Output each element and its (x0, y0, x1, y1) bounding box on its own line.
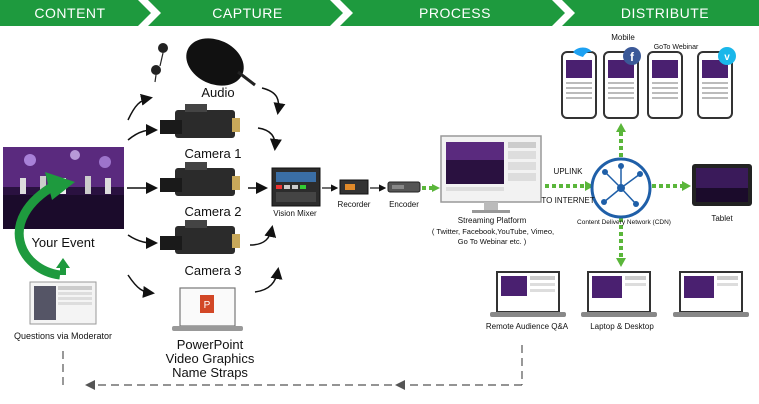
powerpoint-line-2: Video Graphics (165, 351, 255, 366)
svg-text:P: P (204, 300, 211, 311)
vision-mixer-label: Vision Mixer (273, 209, 317, 218)
event-stage-photo (3, 147, 124, 229)
camera-2-label: Camera 2 (184, 204, 242, 219)
remote-audience-laptop (490, 271, 566, 317)
remote-audience-label: Remote Audience Q&A (485, 322, 569, 331)
stage-content: CONTENT (34, 5, 106, 21)
return-path (62, 345, 523, 386)
powerpoint-line-1: PowerPoint (176, 337, 244, 352)
cdn-network-icon (590, 157, 652, 219)
vimeo-icon: v (718, 47, 736, 65)
your-event-label: Your Event (31, 235, 95, 250)
microphone-icon (151, 38, 256, 87)
camera-3-label: Camera 3 (184, 263, 242, 278)
laptop-desktop-label: Laptop & Desktop (590, 322, 654, 331)
streaming-platform-label: Streaming Platform (457, 216, 527, 225)
platform-list-line-2: Go To Webinar etc. ) (457, 237, 527, 246)
camera-1-icon (160, 104, 240, 138)
streaming-platform-monitor (440, 135, 542, 213)
stage-capture: CAPTURE (212, 5, 283, 21)
vision-mixer-device (271, 167, 321, 207)
stage-distribute: DISTRIBUTE (620, 5, 710, 21)
to-internet-label: TO INTERNET (541, 196, 595, 205)
mobile-label: Mobile (611, 33, 635, 42)
audio-label: Audio (201, 85, 235, 100)
camera-3-icon (160, 220, 240, 254)
encoder-label: Encoder (389, 200, 419, 209)
moderator-to-event-arrow (14, 181, 61, 280)
workflow-stage-header (0, 0, 759, 26)
mobile-phone-3 (647, 51, 683, 119)
mobile-phone-4 (697, 51, 733, 119)
platform-list-line-1: ( Twitter, Facebook,YouTube, Vimeo, (431, 227, 555, 236)
mobile-phone-2 (603, 51, 639, 119)
powerpoint-laptop: P (172, 287, 243, 331)
svg-text:v: v (724, 52, 730, 63)
laptop-desktop-1 (581, 271, 657, 317)
moderator-laptop (29, 281, 97, 325)
tablet-device (692, 164, 752, 206)
mobile-phone-1 (561, 51, 597, 119)
camera-2-icon (160, 162, 240, 196)
cdn-label: Content Delivery Network (CDN) (577, 219, 671, 226)
powerpoint-line-3: Name Straps (172, 365, 248, 380)
facebook-icon: f (623, 47, 641, 65)
powerpoint-label: PowerPoint Video Graphics Name Straps (160, 338, 260, 380)
up-arrow-icon (56, 258, 70, 275)
camera-1-label: Camera 1 (184, 146, 242, 161)
recorder-label: Recorder (337, 200, 371, 209)
questions-via-moderator-label: Questions via Moderator (13, 331, 113, 341)
laptop-desktop-2 (673, 271, 749, 317)
twitter-icon (573, 47, 592, 57)
gotowebinar-logo: GoTo Webinar (653, 44, 699, 51)
svg-text:f: f (630, 50, 635, 64)
tablet-label: Tablet (711, 214, 733, 223)
stage-process: PROCESS (419, 5, 491, 21)
uplink-label: UPLINK (553, 167, 583, 176)
